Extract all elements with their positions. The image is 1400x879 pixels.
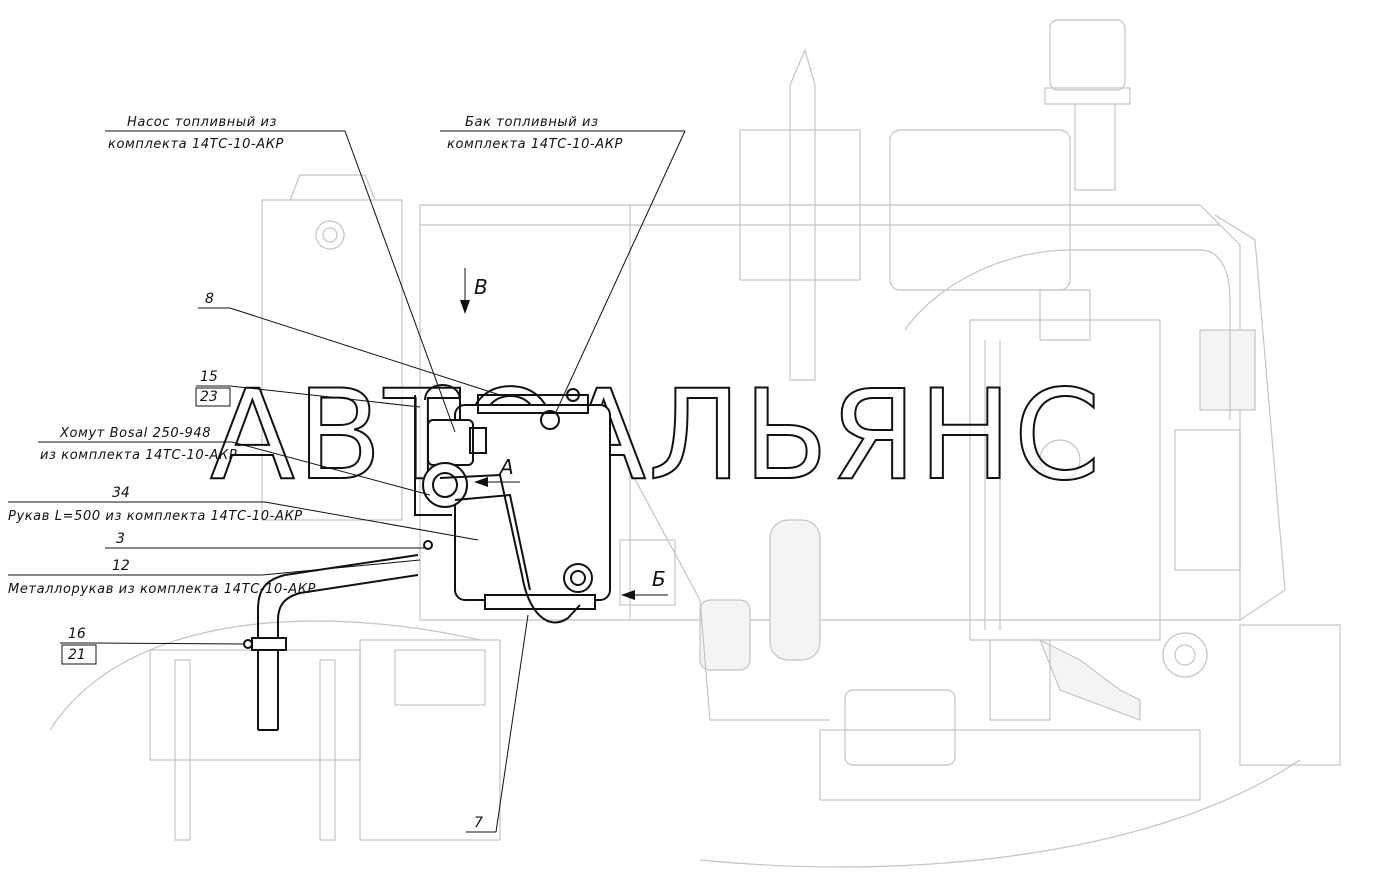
position-7: 7	[474, 815, 483, 831]
position-34: 34	[112, 485, 130, 501]
callout-15-23: 15 23	[195, 369, 421, 408]
tank-label-line1: Бак топливный из	[465, 115, 599, 130]
fuel-hose	[439, 473, 581, 624]
view-label-v: В	[474, 275, 488, 299]
view-arrow-a: А	[474, 455, 520, 487]
callout-12: 12 Металлорукав из комплекта 14ТС-10-АКР	[8, 558, 421, 597]
callout-8: 8	[198, 291, 501, 396]
background-machine	[49, 19, 1341, 868]
hose-clamp	[422, 462, 468, 508]
pump-label-line1: Насос топливный из	[127, 115, 277, 130]
watermark: АВТОАЛЬЯНС	[210, 364, 1102, 508]
callout-34: 34 Рукав L=500 из комплекта 14ТС-10-АКР	[8, 485, 479, 541]
metal-hose-label: Металлорукав из комплекта 14ТС-10-АКР	[8, 582, 316, 597]
callout-clamp: Хомут Bosal 250-948 из комплекта 14ТС-10…	[38, 426, 431, 496]
callout-16-21: 16 21	[60, 626, 245, 665]
fuel-pump	[427, 419, 474, 466]
position-12: 12	[112, 558, 130, 574]
position-21: 21	[68, 647, 86, 663]
position-8: 8	[205, 291, 214, 307]
clamp-label-line2: из комплекта 14ТС-10-АКР	[40, 448, 237, 463]
position-16: 16	[68, 626, 86, 642]
position-15: 15	[200, 369, 218, 385]
hose-label: Рукав L=500 из комплекта 14ТС-10-АКР	[8, 509, 303, 524]
view-label-b: Б	[652, 567, 666, 591]
clamp-label-line1: Хомут Bosal 250-948	[59, 426, 211, 441]
pump-label-line2: комплекта 14ТС-10-АКР	[108, 137, 284, 152]
pipe-clamp	[251, 637, 287, 651]
view-label-a: А	[498, 455, 514, 479]
fuel-system-parts	[243, 384, 611, 731]
callout-fuel-pump: Насос топливный из комплекта 14ТС-10-АКР	[105, 115, 456, 433]
view-arrow-b: Б	[621, 567, 668, 600]
position-23: 23	[200, 389, 218, 405]
view-arrow-v: В	[460, 268, 488, 314]
position-3: 3	[116, 531, 125, 547]
callout-3: 3	[105, 531, 425, 549]
tank-label-line2: комплекта 14ТС-10-АКР	[447, 137, 623, 152]
metal-hose	[257, 554, 419, 730]
callout-fuel-tank: Бак топливный из комплекта 14ТС-10-АКР	[440, 115, 686, 413]
callout-7: 7	[466, 614, 529, 833]
